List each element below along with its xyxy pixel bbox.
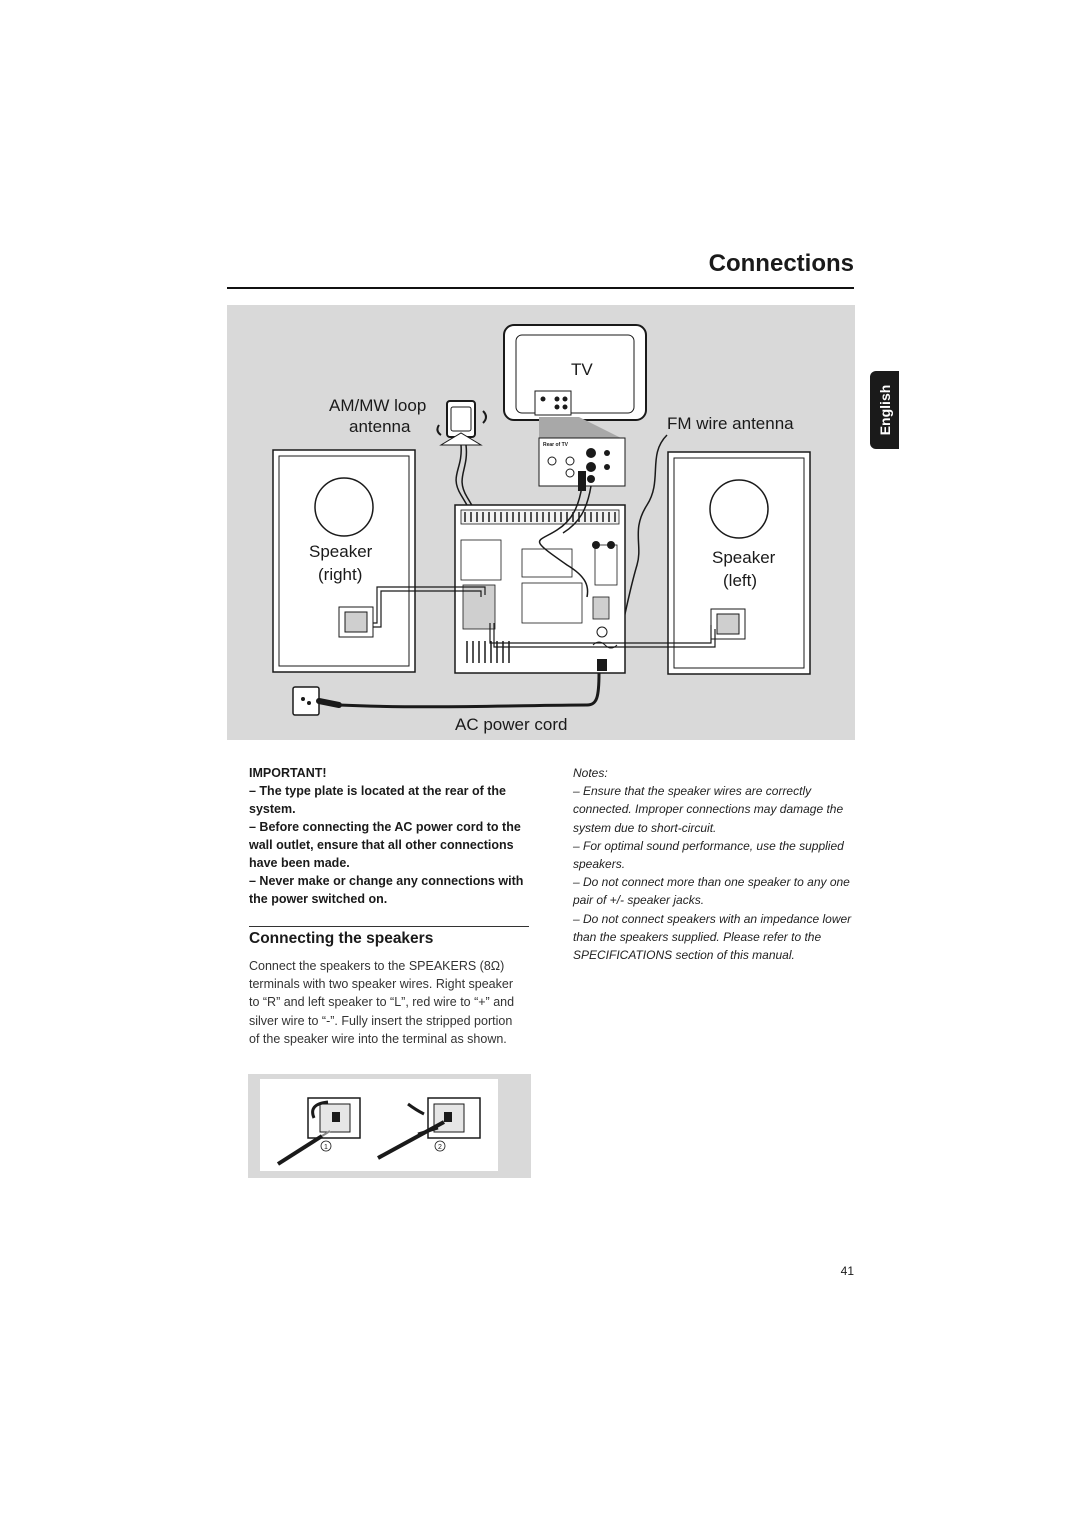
speaker-left-label-line2: (left) <box>723 571 757 590</box>
page-title: Connections <box>708 250 854 277</box>
fm-antenna-label: FM wire antenna <box>667 414 794 433</box>
tv-av-cable <box>538 485 589 598</box>
important-notice: IMPORTANT! – The type plate is located a… <box>249 764 531 908</box>
step-2-terminal <box>377 1097 481 1160</box>
main-unit-rear <box>454 504 626 674</box>
tv-label: TV <box>571 360 593 379</box>
speaker-right-label-line2: (right) <box>318 565 362 584</box>
important-heading: IMPORTANT! <box>249 766 327 780</box>
notes-heading: Notes: <box>573 766 608 780</box>
page-number: 41 <box>840 1264 854 1278</box>
ac-power-cord <box>292 672 601 716</box>
am-mw-label-line1: AM/MW loop <box>329 396 426 415</box>
section-divider <box>249 926 529 927</box>
section-body-text: Connect the speakers to the SPEAKERS (8Ω… <box>249 959 515 1046</box>
important-item: – Before connecting the AC power cord to… <box>249 820 521 870</box>
ac-power-cord-label: AC power cord <box>455 715 567 734</box>
note-item: – Do not connect more than one speaker t… <box>573 875 850 908</box>
right-speaker <box>272 449 416 673</box>
language-tab: English <box>870 371 899 449</box>
fm-wire <box>622 434 668 624</box>
tv-illustration <box>503 324 647 421</box>
important-item: – Never make or change any connections w… <box>249 874 524 906</box>
section-heading: Connecting the speakers <box>249 930 434 947</box>
am-mw-label-line2: antenna <box>349 417 411 436</box>
connection-diagram: TV Rear of TV AM/MW loop antenna FM wire… <box>227 305 855 740</box>
rear-of-tv-label: Rear of TV <box>543 442 569 448</box>
note-item: – For optimal sound performance, use the… <box>573 838 844 872</box>
note-item: – Ensure that the speaker wires are corr… <box>573 784 844 835</box>
left-speaker <box>667 451 811 675</box>
speaker-right-label-line1: Speaker <box>309 542 373 561</box>
zoom-wedge <box>539 417 625 440</box>
step-1-label: 1 <box>324 1144 328 1151</box>
notes-block: Notes: – Ensure that the speaker wires a… <box>573 764 855 964</box>
important-item: – The type plate is located at the rear … <box>249 784 507 816</box>
title-divider <box>227 287 854 289</box>
language-tab-label: English <box>876 384 893 436</box>
speaker-wires <box>373 586 716 648</box>
step-2-label: 2 <box>438 1144 442 1151</box>
step-1-terminal <box>276 1097 361 1166</box>
speaker-left-label-line1: Speaker <box>712 548 776 567</box>
note-item: – Do not connect speakers with an impeda… <box>573 911 852 963</box>
terminal-steps-illustration: 1 2 <box>248 1074 531 1178</box>
